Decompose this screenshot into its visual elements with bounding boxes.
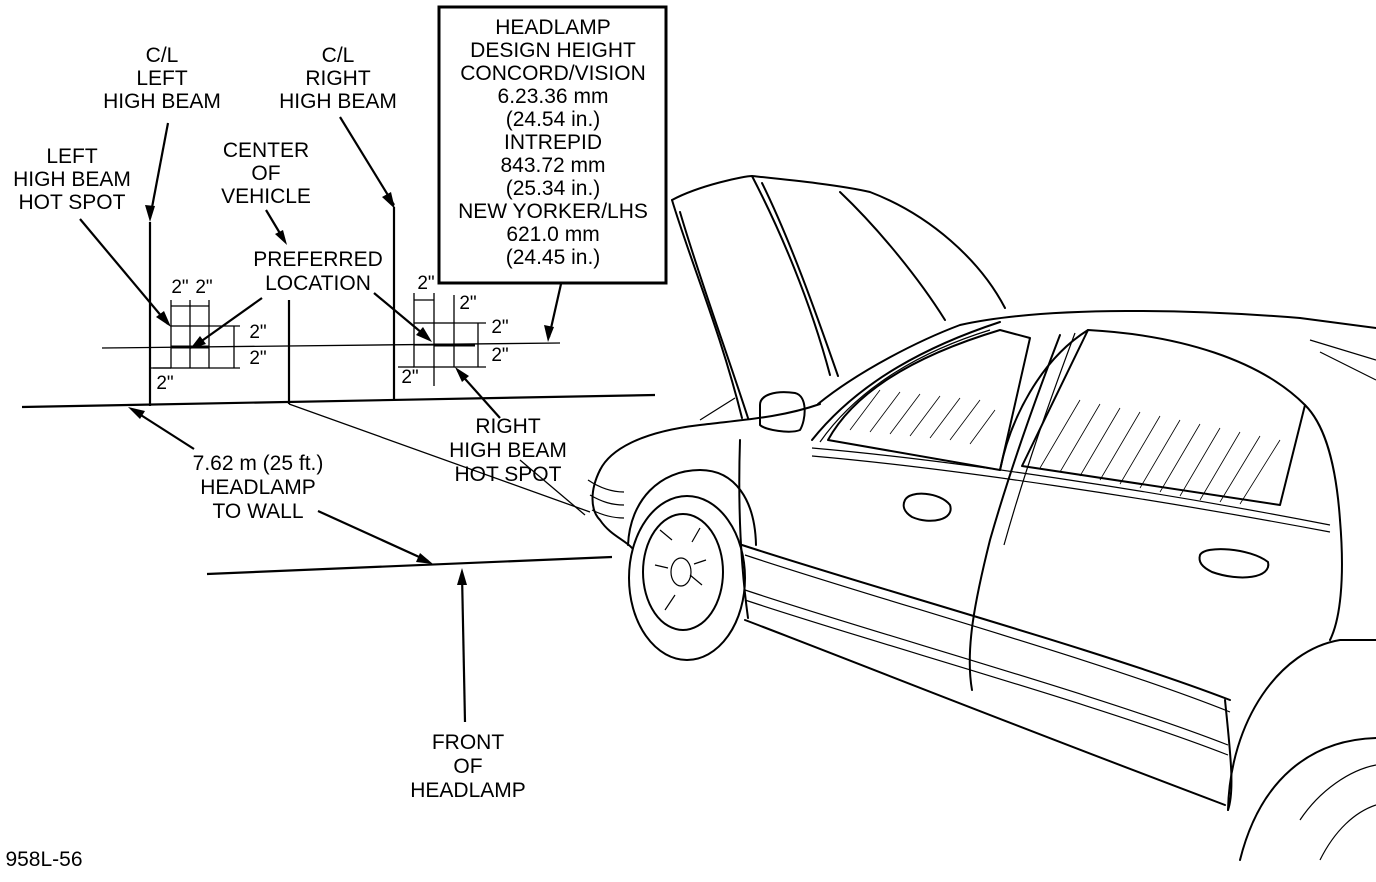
dim-left-bottom: 2" (156, 373, 173, 394)
svg-text:DESIGN HEIGHT: DESIGN HEIGHT (470, 39, 636, 62)
svg-text:TO WALL: TO WALL (212, 500, 303, 523)
label-center-of-vehicle: CENTER OF VEHICLE (221, 139, 311, 208)
svg-text:7.62 m (25 ft.): 7.62 m (25 ft.) (193, 452, 324, 475)
svg-text:HEADLAMP: HEADLAMP (410, 779, 526, 802)
vehicle-drawing (587, 175, 1376, 861)
svg-text:HIGH BEAM: HIGH BEAM (449, 439, 567, 462)
svg-text:6.23.36 mm: 6.23.36 mm (498, 85, 609, 108)
svg-text:OF: OF (251, 162, 280, 185)
svg-text:CENTER: CENTER (223, 139, 309, 162)
svg-text:VEHICLE: VEHICLE (221, 185, 311, 208)
svg-text:HOT SPOT: HOT SPOT (19, 191, 126, 214)
dim-right-top-2: 2" (459, 293, 476, 314)
svg-text:RIGHT: RIGHT (475, 415, 541, 438)
dim-left-right-upper: 2" (249, 322, 266, 343)
label-preferred-location: PREFERRED LOCATION (253, 248, 383, 295)
label-front-of-headlamp: FRONT OF HEADLAMP (410, 731, 526, 802)
design-height-text: HEADLAMP DESIGN HEIGHT CONCORD/VISION 6.… (458, 16, 648, 269)
right-hot-spot-grid (398, 293, 486, 386)
left-hot-spot-grid (150, 300, 240, 369)
svg-text:INTREPID: INTREPID (504, 131, 602, 154)
svg-text:OF: OF (453, 755, 482, 778)
svg-text:HEADLAMP: HEADLAMP (495, 16, 611, 39)
svg-text:PREFERRED: PREFERRED (253, 248, 383, 271)
dim-left-right-lower: 2" (249, 348, 266, 369)
dim-right-right-lower: 2" (491, 345, 508, 366)
dim-left-top-2: 2" (195, 277, 212, 298)
label-right-hot-spot: RIGHT HIGH BEAM HOT SPOT (449, 415, 567, 486)
dim-right-bottom: 2" (401, 367, 418, 388)
svg-text:NEW YORKER/LHS: NEW YORKER/LHS (458, 200, 648, 223)
label-cl-left: C/L LEFT HIGH BEAM (103, 44, 221, 113)
dim-left-top-1: 2" (171, 277, 188, 298)
label-distance: 7.62 m (25 ft.) HEADLAMP TO WALL (193, 452, 324, 523)
label-cl-right: C/L RIGHT HIGH BEAM (279, 44, 397, 113)
callout-arrows (79, 116, 586, 723)
svg-text:(24.45 in.): (24.45 in.) (506, 246, 601, 269)
svg-text:HOT SPOT: HOT SPOT (455, 463, 562, 486)
svg-text:HIGH BEAM: HIGH BEAM (103, 90, 221, 113)
svg-text:RIGHT: RIGHT (305, 67, 371, 90)
dim-right-top-1: 2" (417, 273, 434, 294)
svg-text:HIGH BEAM: HIGH BEAM (13, 168, 131, 191)
design-height-box (437, 5, 668, 285)
svg-text:LOCATION: LOCATION (265, 272, 371, 295)
dim-right-right-upper: 2" (491, 317, 508, 338)
svg-text:HIGH BEAM: HIGH BEAM (279, 90, 397, 113)
svg-text:FRONT: FRONT (432, 731, 504, 754)
dimension-labels: 2" 2" 2" 2" 2" 2" 2" 2" 2" 2" (156, 273, 508, 394)
svg-text:C/L: C/L (322, 44, 355, 67)
svg-text:(25.34 in.): (25.34 in.) (506, 177, 601, 200)
window-shading (849, 389, 1281, 505)
label-left-hot-spot: LEFT HIGH BEAM HOT SPOT (13, 145, 131, 214)
svg-text:LEFT: LEFT (136, 67, 188, 90)
svg-text:843.72 mm: 843.72 mm (500, 154, 605, 177)
figure-id: 958L-56 (5, 848, 82, 871)
svg-text:(24.54 in.): (24.54 in.) (506, 108, 601, 131)
svg-text:621.0 mm: 621.0 mm (506, 223, 599, 246)
svg-text:CONCORD/VISION: CONCORD/VISION (460, 62, 646, 85)
svg-text:HEADLAMP: HEADLAMP (200, 476, 316, 499)
svg-text:LEFT: LEFT (46, 145, 98, 168)
svg-text:C/L: C/L (146, 44, 179, 67)
